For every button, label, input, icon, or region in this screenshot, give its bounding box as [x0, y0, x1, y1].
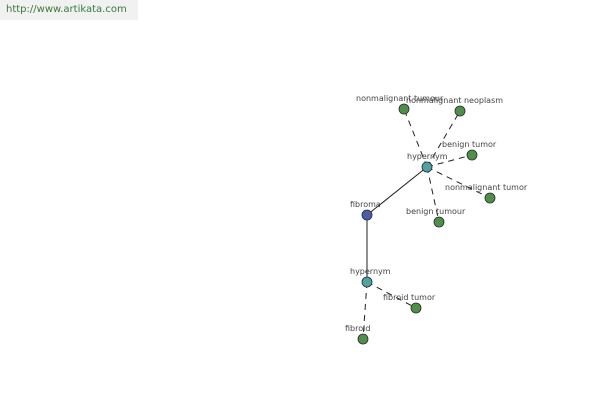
- node-label: benign tumor: [442, 140, 497, 149]
- node-circle: [357, 333, 369, 345]
- edge-hypernym-top-nonmalignant-tumor: [426, 166, 491, 199]
- node-circle: [484, 192, 496, 204]
- node-label: hypernym: [407, 152, 448, 161]
- node-fibroid-tumor[interactable]: fibroid tumor: [383, 293, 436, 314]
- node-label: benign tumour: [406, 207, 466, 216]
- node-fibroma[interactable]: fibroma: [350, 200, 381, 221]
- node-label: fibroid tumor: [383, 293, 436, 302]
- node-label: nonmalignant tumour: [356, 94, 444, 103]
- node-circle: [361, 276, 373, 288]
- edge-hypernym-bottom-fibroid: [362, 281, 368, 340]
- node-label: fibroid: [345, 324, 370, 333]
- edge-hypernym-bottom-fibroid-tumor: [366, 281, 417, 309]
- node-label: nonmalignant tumor: [445, 183, 528, 192]
- edge-fibroma-hypernym-top: [366, 166, 428, 216]
- node-label: fibroma: [350, 200, 381, 209]
- node-label: hypernym: [350, 267, 391, 276]
- node-nonmalignant-tumor[interactable]: nonmalignant tumor: [445, 183, 528, 204]
- node-circle: [361, 209, 373, 221]
- source-url[interactable]: http://www.artikata.com: [0, 0, 138, 20]
- edge-hypernym-top-benign-tumor: [426, 154, 473, 168]
- node-hypernym-top[interactable]: hypernym: [407, 152, 448, 173]
- node-circle: [454, 105, 466, 117]
- node-circle: [421, 161, 433, 173]
- node-benign-tumour[interactable]: benign tumour: [406, 207, 466, 228]
- node-circle: [433, 216, 445, 228]
- node-hypernym-bottom[interactable]: hypernym: [350, 267, 391, 288]
- node-nonmalignant-tumour[interactable]: nonmalignant tumour: [356, 94, 444, 115]
- node-nonmalignant-neoplasm[interactable]: nonmalignant neoplasm: [406, 96, 503, 117]
- node-circle: [410, 302, 422, 314]
- node-circle: [466, 149, 478, 161]
- node-circle: [398, 103, 410, 115]
- node-benign-tumor[interactable]: benign tumor: [442, 140, 497, 161]
- node-fibroid[interactable]: fibroid: [345, 324, 370, 345]
- node-label: nonmalignant neoplasm: [406, 96, 503, 105]
- edge-hypernym-top-benign-tumour: [426, 166, 440, 223]
